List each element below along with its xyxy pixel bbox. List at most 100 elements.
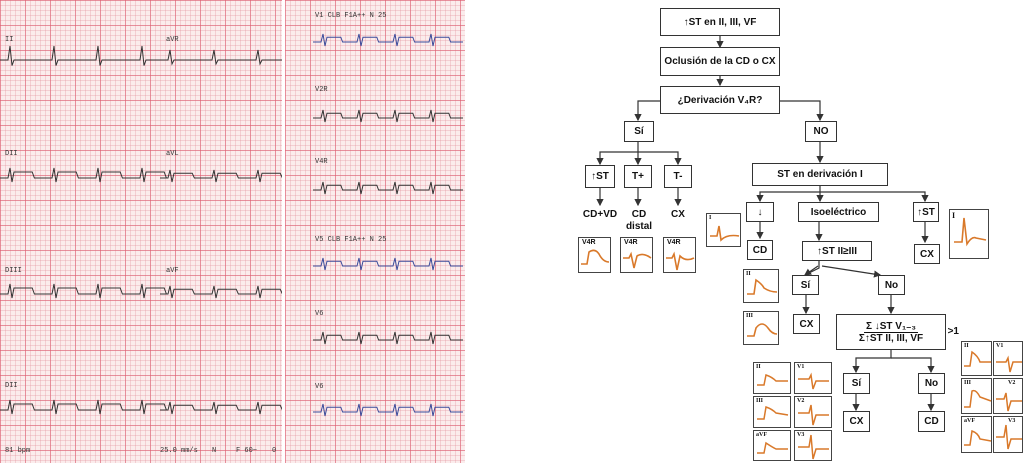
result-cx-2: CX (793, 314, 820, 334)
node-text: CX (849, 416, 864, 427)
node-text: CD (924, 416, 939, 427)
node-st-lead-i: ST en derivación I (752, 163, 888, 186)
ecg-footer-filter: F 60~ (236, 447, 258, 455)
node-text: CX (799, 318, 814, 330)
node-st-elevation: ↑ST en II, III, VF (660, 8, 780, 36)
result-cx-3: CX (843, 411, 870, 432)
thumb-label: III (964, 380, 972, 386)
ecg-thumb-b-v1: V1 (993, 341, 1023, 376)
node-si-3: Sí (843, 373, 870, 394)
node-st-down: ↓ (746, 202, 774, 222)
thumb-label: V3 (1008, 418, 1016, 424)
ecg-thumb-lead-ii: II (743, 269, 779, 303)
lead-label: DII (5, 382, 18, 390)
thumb-label: III (746, 313, 754, 319)
ecg-trace (313, 331, 463, 345)
ecg-strip-left: II aVR DII aVL DIII aVF DII 81 bpm 25.0 … (0, 0, 282, 463)
thumb-label: V2 (797, 398, 805, 404)
node-t-positive: T+ (624, 165, 652, 188)
ecg-thumb-a-avf: aVF (753, 430, 791, 461)
ecg-thumb-v4r-1: V4R (578, 237, 611, 273)
ecg-trace (160, 401, 282, 415)
thumb-label: V4R (582, 239, 596, 246)
ecg-thumb-lead-i-up: I (949, 209, 989, 259)
node-text: NO (813, 126, 829, 137)
ecg-thumb-a-v2: V2 (794, 396, 832, 428)
result-text: CD (631, 209, 647, 220)
thumb-label: II (746, 271, 751, 277)
node-text: T+ (632, 171, 644, 182)
ratio-denominator: Σ↑ST II, III, VF (858, 332, 924, 344)
result-cd-3: CD (918, 411, 945, 432)
ecg-trace (160, 285, 282, 299)
thumb-label: I (709, 215, 712, 221)
node-text: ↓ (757, 206, 763, 218)
ecg-thumb-b-v3: V3 (993, 416, 1023, 453)
ecg-thumb-b-iii: III (961, 378, 992, 414)
thumb-label: II (964, 343, 969, 349)
node-text: ↑ST (917, 206, 935, 218)
ecg-footer-n: N (212, 447, 217, 455)
ecg-thumb-a-ii: II (753, 362, 791, 394)
ratio-threshold: >1 (947, 326, 959, 337)
node-isoelectric: Isoeléctrico (798, 202, 879, 222)
thumb-label: V2 (1008, 380, 1016, 386)
node-st-up-i: ↑ST (913, 202, 939, 222)
ecg-right-traces (313, 33, 463, 417)
lead-label: II (5, 36, 14, 44)
thumb-label: V4R (624, 239, 638, 246)
result-cd-distal: CD distal (622, 209, 656, 232)
lead-label: aVL (166, 150, 179, 158)
result-cx-right: CX (914, 244, 940, 264)
ecg-thumb-b-ii: II (961, 341, 992, 376)
node-st-up: ↑ST (585, 165, 615, 188)
lead-label: V1 CLB F1A++ N 25 (315, 12, 387, 20)
ecg-trace (0, 167, 168, 183)
node-text: T- (673, 171, 683, 182)
ecg-trace (0, 283, 168, 299)
node-no: NO (805, 121, 837, 142)
thumb-label: I (952, 211, 956, 220)
node-text: Sí (851, 378, 862, 389)
ecg-trace (313, 109, 463, 123)
thumb-label: V4R (667, 239, 681, 246)
ecg-footer-rate: 81 bpm (5, 447, 31, 455)
ecg-thumb-v4r-3: V4R (663, 237, 696, 273)
node-st-ratio: Σ ↓ST V₁₋₃ Σ↑ST II, III, VF >1 (836, 314, 959, 350)
ecg-thumb-a-iii: III (753, 396, 791, 428)
flowchart: ↑ST en II, III, VF Oclusión de la CD o C… (560, 0, 1024, 463)
lead-label: DII (5, 150, 18, 158)
ecg-thumb-a-v3: V3 (794, 430, 832, 461)
thumb-label: II (756, 364, 761, 370)
node-v4r-question: ¿Derivación V₄R? (660, 86, 780, 114)
ecg-trace (0, 45, 160, 66)
thumb-label: aVF (756, 432, 767, 438)
lead-label: aVR (166, 36, 179, 44)
result-text: distal (625, 220, 653, 232)
ecg-footer-zero: 0 (272, 447, 277, 455)
node-text: CD (752, 244, 768, 256)
ecg-trace (313, 33, 463, 47)
lead-label: V6 (315, 383, 324, 391)
thumb-label: V3 (797, 432, 805, 438)
ratio-numerator: Σ ↓ST V₁₋₃ (863, 320, 919, 333)
node-text: ↑ST II≥III (817, 245, 857, 257)
ecg-thumb-v4r-2: V4R (620, 237, 653, 273)
node-text: Isoeléctrico (810, 206, 867, 218)
result-cx: CX (671, 209, 685, 220)
ecg-trace (313, 403, 463, 417)
lead-label: V6 (315, 310, 324, 318)
node-si-2: Sí (792, 275, 819, 295)
thumb-label: III (756, 398, 764, 404)
node-text: Sí (634, 126, 644, 137)
node-text: Oclusión de la CD o CX (664, 56, 776, 67)
ecg-footer-speed: 25.0 mm/s (160, 447, 198, 455)
lead-label: V4R (315, 158, 328, 166)
node-text: No (884, 279, 899, 291)
ecg-thumb-a-v1: V1 (794, 362, 832, 394)
ecg-strip-right: V1 CLB F1A++ N 25 V2R V4R V5 CLB F1A++ N… (285, 0, 465, 463)
lead-label: aVF (166, 267, 179, 275)
node-occlusion: Oclusión de la CD o CX (660, 47, 780, 76)
node-t-negative: T- (664, 165, 692, 188)
lead-label: DIII (5, 267, 22, 275)
